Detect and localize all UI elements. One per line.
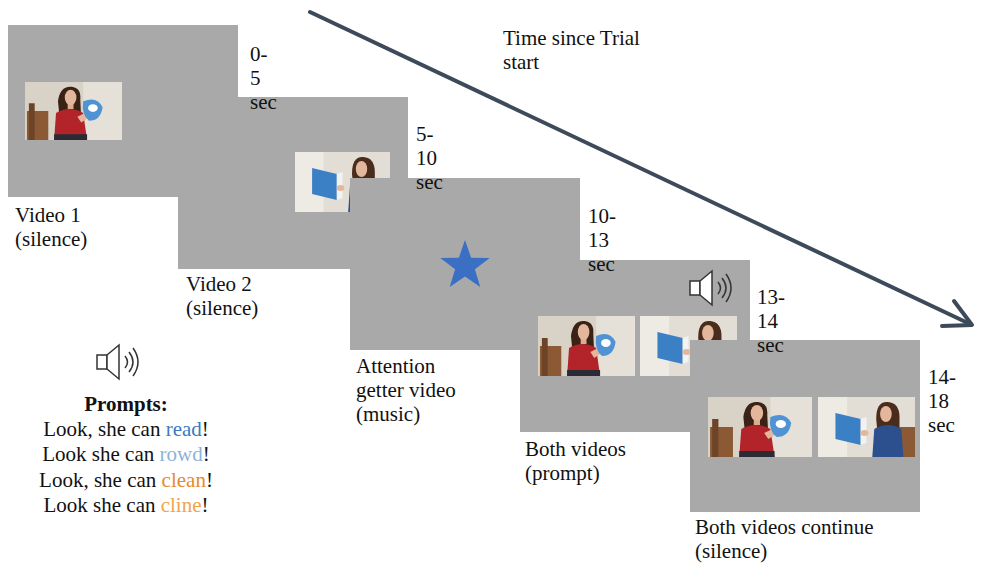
prompt-word: rowd [160,442,203,466]
video-thumbnail [538,316,635,376]
prompt-text: ! [203,442,210,466]
screen-caption-wrap: Both videos continue (silence) [695,515,905,563]
screen-frame: Both videos continue (silence)14-18 sec [690,340,920,512]
prompt-text: Look she can [43,493,155,517]
prompt-text: Look she can [42,442,154,466]
time-label: 14-18 sec [928,365,956,437]
prompt-line: Look she cancline! [10,493,242,518]
time-label: 13-14 sec [757,285,785,357]
time-arrowhead [942,301,972,326]
screen-caption: Both videos continue (silence) [695,515,905,563]
prompt-word: cline [161,493,202,517]
video-thumbnail [708,397,812,457]
prompt-text: ! [202,493,209,517]
prompt-word: read [166,417,202,441]
screen-caption-wrap: Video 2 (silence) [186,272,306,320]
time-label-wrap: 13-14 sec [757,285,785,357]
video-thumbnail [818,397,915,457]
prompt-line: Look she canrowd! [10,442,242,467]
prompt-text: Look, she can [43,417,160,441]
axis-label: Time since Trial start [503,26,678,74]
prompt-text: ! [206,468,213,492]
prompt-line: Look, she canread! [10,417,242,442]
time-label: 0-5 sec [250,42,277,114]
prompt-list: Prompts:Look, she canread!Look she canro… [10,392,242,518]
screen-caption: Attention getter video (music) [356,354,481,426]
prompt-text: ! [202,417,209,441]
screen-caption: Video 1 (silence) [15,203,135,251]
speaker-icon [688,268,738,308]
time-label: 10-13 sec [588,204,616,276]
screen-caption-wrap: Attention getter video (music) [356,354,481,426]
video-thumbnail [25,82,122,140]
time-label: 5-10 sec [416,122,443,194]
time-label-wrap: 5-10 sec [416,122,443,194]
time-label-wrap: 14-18 sec [928,365,956,437]
prompt-word: clean [162,468,206,492]
prompt-heading: Prompts: [10,392,242,417]
axis-label-wrap: Time since Trial start [503,26,678,74]
prompt-line: Look, she canclean! [10,468,242,493]
screen-caption-wrap: Video 1 (silence) [15,203,135,251]
time-label-wrap: 0-5 sec [250,42,277,114]
prompt-text: Look, she can [39,468,156,492]
screen-caption-wrap: Both videos (prompt) [525,437,645,485]
screen-caption: Both videos (prompt) [525,437,645,485]
screen-caption: Video 2 (silence) [186,272,306,320]
star-icon [439,240,491,290]
speaker-icon [97,345,138,379]
time-label-wrap: 10-13 sec [588,204,616,276]
